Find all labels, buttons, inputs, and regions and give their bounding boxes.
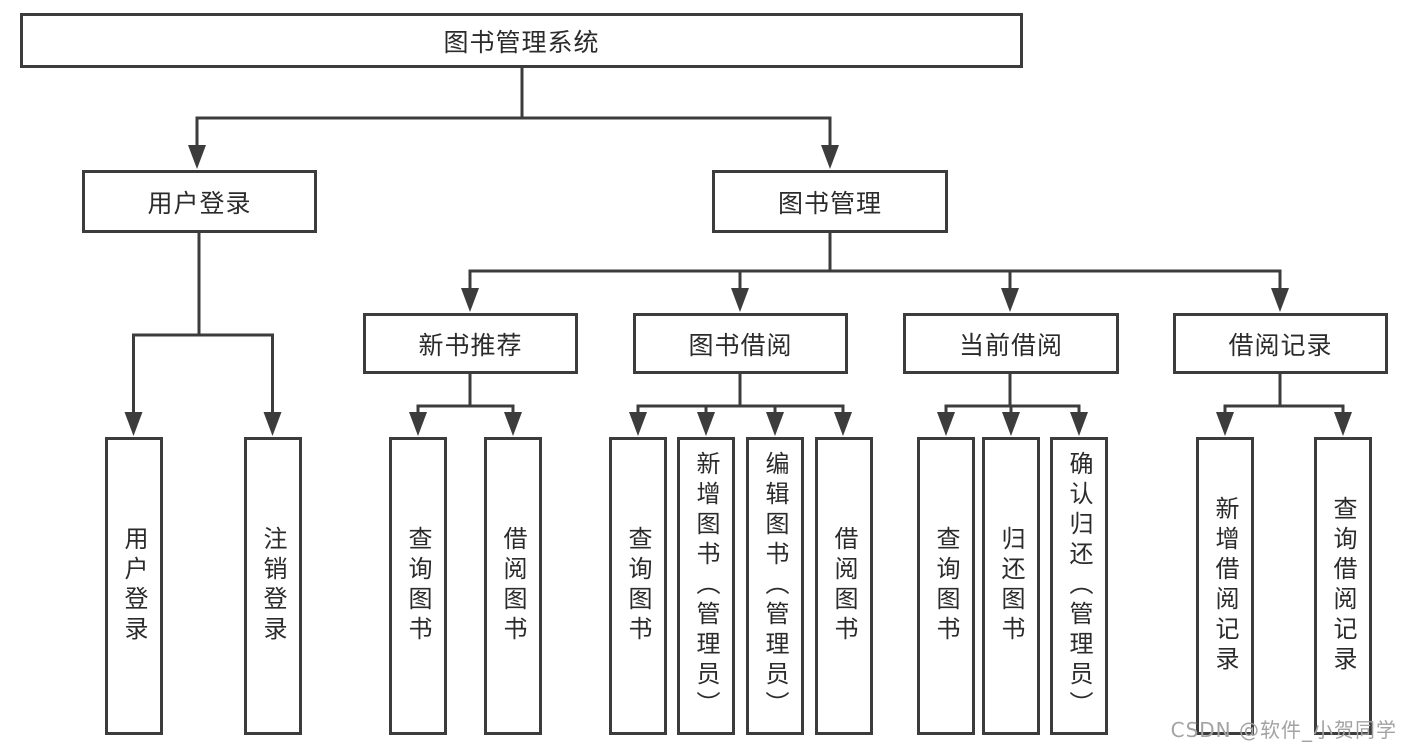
- node-book-mgmt-branch: 图书管理: [712, 170, 948, 233]
- leaf-borrow-query-book: 查询图书: [609, 437, 667, 735]
- leaf-user-login-label: 用户登录: [120, 526, 148, 646]
- leaf-current-query-book-label: 查询图书: [932, 526, 960, 646]
- leaf-query-borrow-record-label: 查询借阅记录: [1329, 496, 1357, 676]
- leaf-edit-book-admin: 编辑图书（管理员）: [746, 437, 804, 735]
- leaf-recommend-query-book: 查询图书: [389, 437, 447, 735]
- leaf-add-book-admin: 新增图书（管理员）: [677, 437, 735, 735]
- leaf-current-query-book: 查询图书: [917, 437, 975, 735]
- node-current-borrow: 当前借阅: [903, 313, 1119, 374]
- leaf-confirm-return-admin: 确认归还（管理员）: [1050, 437, 1108, 735]
- leaf-borrow-query-book-label: 查询图书: [624, 526, 652, 646]
- node-new-book-recommend: 新书推荐: [363, 313, 578, 374]
- leaf-logout-label: 注销登录: [259, 526, 287, 646]
- node-root: 图书管理系统: [20, 13, 1023, 68]
- leaf-borrow-book-label: 借阅图书: [830, 526, 858, 646]
- leaf-return-book: 归还图书: [982, 437, 1040, 735]
- leaf-logout: 注销登录: [244, 437, 302, 735]
- leaf-add-borrow-record: 新增借阅记录: [1196, 437, 1254, 735]
- leaf-edit-book-admin-label: 编辑图书（管理员）: [761, 451, 789, 721]
- node-book-borrow: 图书借阅: [633, 313, 848, 374]
- leaf-user-login: 用户登录: [105, 437, 163, 735]
- leaf-query-borrow-record: 查询借阅记录: [1314, 437, 1372, 735]
- csdn-watermark: CSDN @软件_小贺同学: [1170, 718, 1397, 742]
- leaf-borrow-book: 借阅图书: [815, 437, 873, 735]
- leaf-recommend-borrow-book: 借阅图书: [484, 437, 542, 735]
- leaf-return-book-label: 归还图书: [997, 526, 1025, 646]
- node-user-login-branch: 用户登录: [82, 170, 317, 233]
- leaf-recommend-borrow-book-label: 借阅图书: [499, 526, 527, 646]
- node-borrow-record: 借阅记录: [1173, 313, 1388, 374]
- leaf-add-book-admin-label: 新增图书（管理员）: [692, 451, 720, 721]
- leaf-add-borrow-record-label: 新增借阅记录: [1211, 496, 1239, 676]
- leaf-recommend-query-book-label: 查询图书: [404, 526, 432, 646]
- leaf-confirm-return-admin-label: 确认归还（管理员）: [1065, 451, 1093, 721]
